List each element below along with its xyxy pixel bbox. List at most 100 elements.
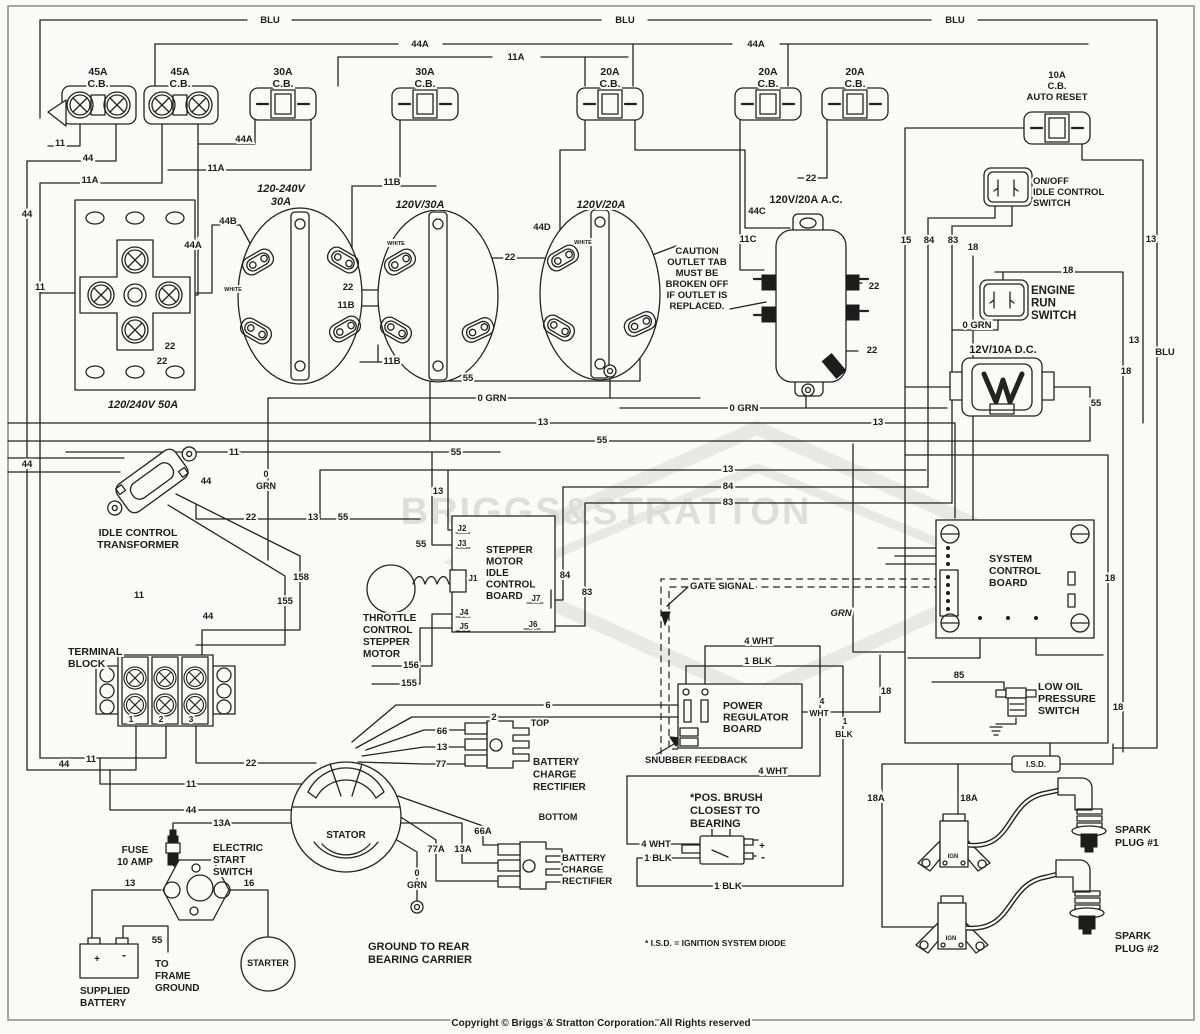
wire-label-j6: J6 [529,620,538,629]
wire [1059,743,1114,765]
wire-label-0-grn: 0 GRN [729,403,758,414]
circuit-breaker-20a-1 [575,86,645,122]
label-receptacle-120v30a: 120V/30A [396,199,445,211]
wire-label-155: 155 [401,678,418,689]
wire-label-4-wht: 4 WHT [758,766,788,777]
wire-label-1: 1 [129,714,134,724]
label-snubber-feedback: SNUBBER FEEDBACK [645,755,748,766]
wire-label-55: 55 [1091,398,1102,409]
wire-label-grn: GRN [830,608,852,619]
system-control-board [935,519,1095,639]
wire-label-11: 11 [134,590,145,601]
wire-label-0: 0 [263,469,268,479]
spark-plug-2 [1055,859,1105,935]
wire-label-ign: IGN [948,854,959,860]
copyright: Copyright © Briggs & Stratton Corporatio… [451,1018,750,1029]
label-receptacle-50a: 120/240V 50A [108,399,178,411]
wire-label-11a: 11A [82,175,99,186]
wire-label-blu: BLU [945,15,965,26]
label-gate-signal: GATE SIGNAL [690,581,754,592]
wire-0grn [619,395,948,409]
wire-label-11b: 11B [338,300,355,311]
starter [240,936,296,992]
wire [927,205,996,488]
wire-label-white: WHITE [224,287,242,293]
fuse-10-amp [165,829,181,866]
dc-outlet-12v-10a [949,357,1055,417]
wire-label-bottom: BOTTOM [539,812,578,822]
receptacle-120v-20a [539,207,661,381]
wire-4wht [626,645,821,777]
wire-77a [389,809,499,882]
wire-label-22: 22 [165,341,176,352]
wire [7,457,125,473]
wire-11c [739,111,765,271]
circuit-breaker-20a-3 [820,86,890,122]
wire-blu [39,19,1158,749]
wire-label-11: 11 [186,779,197,790]
wire-label-blk: BLK [835,729,853,739]
wire-label--: - [761,850,765,864]
wire-label-13: 13 [1146,234,1157,245]
wire-label-83: 83 [582,587,593,598]
wire-84 [554,486,929,601]
wire-label-44: 44 [22,209,33,220]
wire-22 [195,725,317,764]
wire-label-13: 13 [433,486,444,497]
wire-label-44a: 44A [235,134,253,145]
wire-label--: - [122,948,126,962]
wire-label-i-s-d-: I.S.D. [1026,760,1046,769]
wire-label-18: 18 [1121,366,1132,377]
wire-label-84: 84 [723,481,734,492]
label-dc-outlet: 12V/10A D.C. [969,344,1036,356]
wire-label-j1: J1 [469,574,478,583]
wire-label-13: 13 [723,464,734,475]
wire-label-44: 44 [59,759,70,770]
wire-label-22: 22 [867,345,878,356]
wire-label-11: 11 [35,282,46,293]
wire-55 [122,925,169,953]
wire-13 [91,889,162,945]
wire [951,205,1013,504]
wire-label-44a: 44A [184,240,202,251]
wire-label-155: 155 [277,596,294,607]
circuit-breaker-45a-2 [143,85,219,125]
wire-label-4-wht: 4 WHT [744,636,774,647]
ignition-coil-2 [915,895,989,954]
spark-plug-wire-2 [965,871,1059,931]
battery-charge-rectifier-top [464,720,530,769]
wire-label-blu: BLU [615,15,635,26]
wire [989,717,1017,736]
wire [337,56,586,87]
wire-11b [351,111,437,251]
wire-18a [881,763,1013,928]
wire-label-18: 18 [1113,702,1124,713]
wire-label-j4: J4 [460,608,469,617]
wire-label-16: 16 [244,878,255,889]
wire-label-blu: BLU [260,15,280,26]
wire [447,469,453,531]
wire-label-grn: GRN [256,481,276,491]
wire-label-11a: 11A [208,163,225,174]
wire-155 [167,504,286,646]
wire-44c [634,111,791,229]
ignition-coil-1 [917,813,991,872]
wire-label-44: 44 [201,476,212,487]
wire-label-158: 158 [293,572,309,583]
wire-label-55: 55 [416,539,427,550]
wire-label-18a: 18A [960,793,978,804]
circuit-breaker-30a-2 [390,86,460,122]
circuit-breaker-10a-auto-reset [1022,110,1092,146]
wire-label-44: 44 [22,459,33,470]
